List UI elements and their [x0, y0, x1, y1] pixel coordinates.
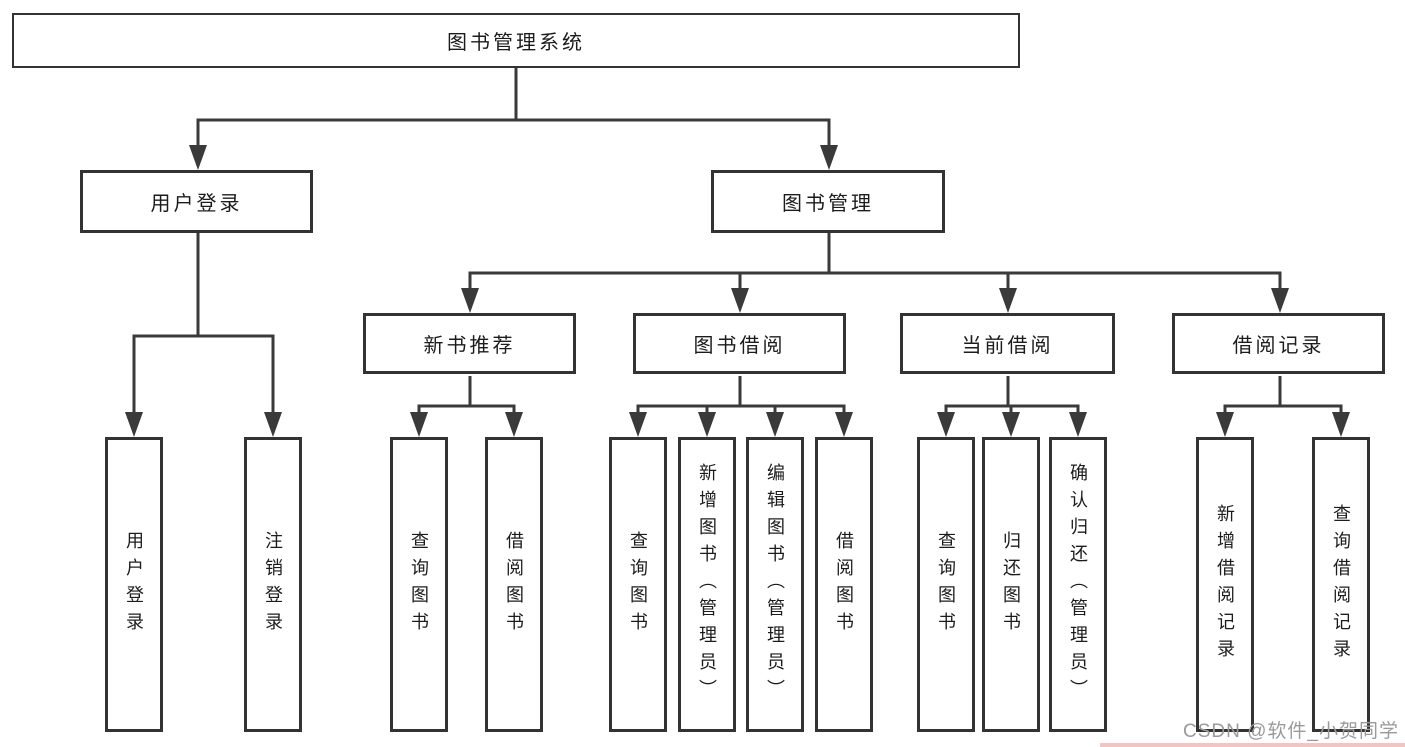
leaf-label: 确认归还（管理员） — [1068, 463, 1088, 706]
leaf-label: 查询借阅记录 — [1331, 503, 1351, 666]
leaf-borrow-books: 借阅图书 — [815, 437, 873, 732]
leaf-logout: 注销登录 — [244, 437, 302, 732]
node-current-borrowing: 当前借阅 — [900, 313, 1115, 374]
leaf-return-books: 归还图书 — [982, 437, 1040, 732]
leaf-label: 借阅图书 — [834, 530, 854, 639]
node-library-management-system: 图书管理系统 — [12, 13, 1020, 68]
leaf-label: 编辑图书（管理员） — [765, 463, 785, 706]
node-new-book-recommendation: 新书推荐 — [363, 313, 576, 374]
leaf-user-login: 用户登录 — [105, 437, 163, 732]
leaf-add-borrow-record: 新增借阅记录 — [1196, 437, 1254, 732]
leaf-label: 查询图书 — [936, 530, 956, 639]
leaf-query-books-borrow: 查询图书 — [609, 437, 667, 732]
leaf-label: 归还图书 — [1001, 530, 1021, 639]
node-borrowing-records: 借阅记录 — [1172, 313, 1385, 374]
leaf-label: 注销登录 — [263, 530, 283, 639]
node-book-management: 图书管理 — [711, 170, 945, 233]
node-book-borrowing: 图书借阅 — [633, 313, 846, 374]
leaf-edit-books-admin: 编辑图书（管理员） — [746, 437, 804, 732]
leaf-label: 用户登录 — [124, 530, 144, 639]
node-user-login: 用户登录 — [80, 170, 313, 233]
leaf-query-books-recommend: 查询图书 — [390, 437, 448, 732]
leaf-add-books-admin: 新增图书（管理员） — [678, 437, 736, 732]
leaf-query-books-current: 查询图书 — [917, 437, 975, 732]
leaf-borrow-books-recommend: 借阅图书 — [485, 437, 543, 732]
csdn-watermark-bar — [1100, 743, 1405, 747]
leaf-confirm-return-admin: 确认归还（管理员） — [1049, 437, 1107, 732]
leaf-label: 新增借阅记录 — [1215, 503, 1235, 666]
csdn-watermark: CSDN @软件_小贺同学 — [1183, 721, 1399, 742]
leaf-label: 新增图书（管理员） — [697, 463, 717, 706]
leaf-label: 查询图书 — [628, 530, 648, 639]
leaf-query-borrow-record: 查询借阅记录 — [1312, 437, 1370, 732]
leaf-label: 查询图书 — [409, 530, 429, 639]
leaf-label: 借阅图书 — [504, 530, 524, 639]
